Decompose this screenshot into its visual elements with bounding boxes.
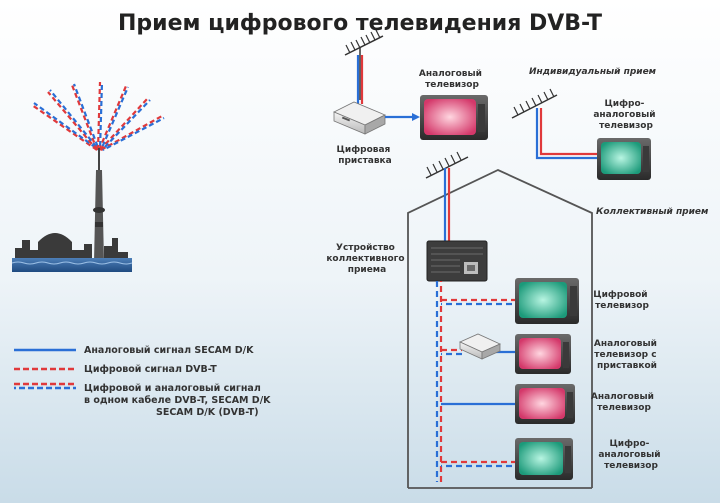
antenna-individual [511,88,558,119]
label-digital-tv: Цифровой телевизор [593,290,651,311]
label-analog-tv-with-box: Аналоговый телевизор с приставкой [594,339,660,371]
legend-label-analog: Аналоговый сигнал SECAM D/K [84,345,254,356]
analog-tv-top [420,95,488,140]
legend-label-combined: Цифровой и аналоговый сигнал в одном каб… [84,383,274,418]
label-digital-analog-tv-bottom: Цифро- аналоговый телевизор [598,439,663,471]
label-set-top-box: Цифровая приставка [337,145,394,166]
set-top-box-top [333,101,386,135]
diagram-title: Прием цифрового телевидения DVB-T [118,11,602,36]
label-collective-device: Устройство коллективного приема [326,243,407,275]
antenna-collective [425,151,469,179]
analog-tv-mid [515,384,575,424]
digital-tv [515,278,579,324]
antenna-top [344,29,384,100]
legend: Аналоговый сигнал SECAM D/K Цифровой сиг… [14,345,274,418]
collective-reception-device [426,240,488,282]
label-analog-tv-mid: Аналоговый телевизор [591,392,657,413]
legend-label-digital: Цифровой сигнал DVB-T [84,364,217,375]
label-analog-tv-top: Аналоговый телевизор [419,69,485,90]
analog-tv-with-box [515,334,571,374]
cable-individual-blue [535,108,597,160]
label-collective-reception: Коллективный прием [596,207,709,217]
set-top-box-house [459,333,501,360]
label-individual-reception: Индивидуальный прием [529,67,657,77]
arrow-icon [412,113,420,121]
house [407,169,593,489]
cable-individual-red [539,108,597,156]
digital-analog-tv-top [597,138,651,180]
broadcast-tower [11,81,165,272]
label-digital-analog-tv-top: Цифро- аналоговый телевизор [593,99,658,131]
broadcast-rays [31,81,165,151]
distribution-cables [435,281,515,482]
digital-analog-tv-bottom [515,438,573,480]
